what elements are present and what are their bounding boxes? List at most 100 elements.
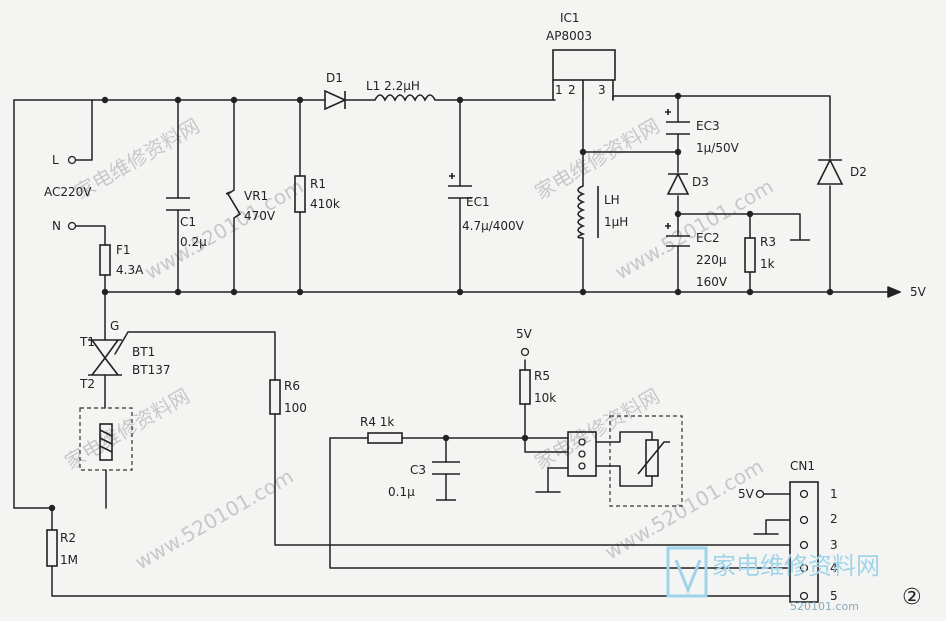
- sensor-box: [609, 415, 683, 507]
- label-ec1-value: 4.7μ/400V: [462, 219, 525, 233]
- label-bt1-part: BT137: [132, 363, 170, 377]
- lh-inductor: [577, 185, 586, 239]
- label-r1-value: 410k: [310, 197, 340, 211]
- watermark-cn: 家电维修资料网: [531, 114, 664, 205]
- r2-resistor: [46, 529, 58, 567]
- terminal-cn1-5v: [755, 489, 765, 499]
- sensor-connector: [567, 431, 597, 477]
- label-cn1-pin1: 1: [830, 487, 838, 501]
- label-bt1: BT1: [132, 345, 155, 359]
- terminal-5v-r5: [520, 347, 530, 357]
- ec3-capacitor: [666, 121, 690, 135]
- c3-capacitor: [432, 461, 460, 501]
- label-cn1-pin3: 3: [830, 538, 838, 552]
- wire-L: [74, 99, 93, 161]
- label-ec2: EC2: [696, 231, 720, 245]
- label-cn1: CN1: [790, 459, 815, 473]
- ground-sensor: [535, 467, 569, 493]
- wire-gate-r6: [114, 331, 791, 546]
- label-c1-value: 0.2μ: [180, 235, 207, 249]
- label-d3: D3: [692, 175, 709, 189]
- wire-r3: [677, 213, 801, 293]
- ec1-capacitor: [448, 185, 472, 199]
- label-pin3: 3: [598, 83, 606, 97]
- ic1-body: [552, 49, 616, 81]
- watermarks: 家电维修资料网 家电维修资料网 家电维修资料网 家电维修资料网 www.5201…: [61, 114, 778, 575]
- r3-resistor: [744, 237, 756, 273]
- c1-capacitor: [166, 197, 190, 211]
- label-r3-value: 1k: [760, 257, 775, 271]
- r6-resistor: [269, 379, 281, 415]
- label-ec3-value: 1μ/50V: [696, 141, 740, 155]
- ec3-plus: [665, 109, 671, 115]
- wire-r4-cn4: [329, 437, 791, 569]
- label-ec3: EC3: [696, 119, 720, 133]
- wire-pin3: [612, 95, 831, 293]
- site-logo: 家电维修资料网 520101.com: [666, 546, 880, 613]
- label-ic1: IC1: [560, 11, 580, 25]
- label-r5-5v: 5V: [516, 327, 533, 341]
- label-pin1: 1: [555, 83, 563, 97]
- label-cn1-pin5: 5: [830, 589, 838, 603]
- ec2-plus: [665, 223, 671, 229]
- label-ec2-value-1: 220μ: [696, 253, 727, 267]
- terminal-L: [67, 155, 77, 165]
- label-r5: R5: [534, 369, 550, 383]
- label-r3: R3: [760, 235, 776, 249]
- label-c3: C3: [410, 463, 426, 477]
- label-r2-value: 1M: [60, 553, 78, 567]
- label-ac: AC220V: [44, 185, 92, 199]
- label-d1: D1: [326, 71, 343, 85]
- r4-resistor: [367, 432, 403, 444]
- terminal-N: [67, 221, 77, 231]
- label-d2: D2: [850, 165, 867, 179]
- label-cn1-5v: 5V: [738, 487, 755, 501]
- wire-r5: [524, 359, 569, 453]
- heater-element: [99, 423, 113, 461]
- d1-diode: [324, 89, 347, 111]
- label-l1: L1 2.2μH: [366, 79, 420, 93]
- r5-resistor: [519, 369, 531, 405]
- wire-r2-cn5: [51, 565, 791, 597]
- watermark-url: www.520101.com: [611, 174, 778, 284]
- arrow-5v-out: [887, 286, 901, 298]
- labels: IC1 AP8003 1 2 3 L AC220V N D1 L1 2.2μH …: [44, 11, 927, 603]
- label-t2: T2: [79, 377, 95, 391]
- wire-N: [74, 225, 106, 341]
- label-r5-value: 10k: [534, 391, 556, 405]
- tv-logo-icon: [666, 546, 708, 598]
- label-r4: R4 1k: [360, 415, 394, 429]
- thermistor-arrow: [637, 441, 670, 475]
- label-r2: R2: [60, 531, 76, 545]
- label-cn1-pin2: 2: [830, 512, 838, 526]
- label-ec2-value-2: 160V: [696, 275, 728, 289]
- r1-resistor: [294, 175, 306, 213]
- label-L: L: [52, 153, 59, 167]
- watermark-url: www.520101.com: [141, 174, 308, 284]
- label-vr1-value: 470V: [244, 209, 276, 223]
- wire-thermistor: [595, 431, 653, 487]
- label-ic1-part: AP8003: [546, 29, 592, 43]
- label-c1: C1: [180, 215, 196, 229]
- d2-diode: [816, 158, 844, 185]
- wire-left-rail: [13, 99, 53, 531]
- label-gate: G: [110, 319, 119, 333]
- f1-fuse: [99, 244, 111, 276]
- label-t1: T1: [79, 335, 95, 349]
- label-r1: R1: [310, 177, 326, 191]
- label-lh: LH: [604, 193, 620, 207]
- watermark-url: www.520101.com: [131, 464, 298, 574]
- ec1-plus: [449, 173, 455, 179]
- label-c3-value: 0.1μ: [388, 485, 415, 499]
- label-lh-value: 1μH: [604, 215, 628, 229]
- label-5v-out: 5V: [910, 285, 927, 299]
- cn1-body: [789, 481, 819, 603]
- logo-url: 520101.com: [790, 600, 859, 613]
- d3-diode: [666, 172, 690, 195]
- label-N: N: [52, 219, 61, 233]
- label-vr1: VR1: [244, 189, 268, 203]
- label-cn1-pin4: 4: [830, 561, 838, 575]
- label-r6: R6: [284, 379, 300, 393]
